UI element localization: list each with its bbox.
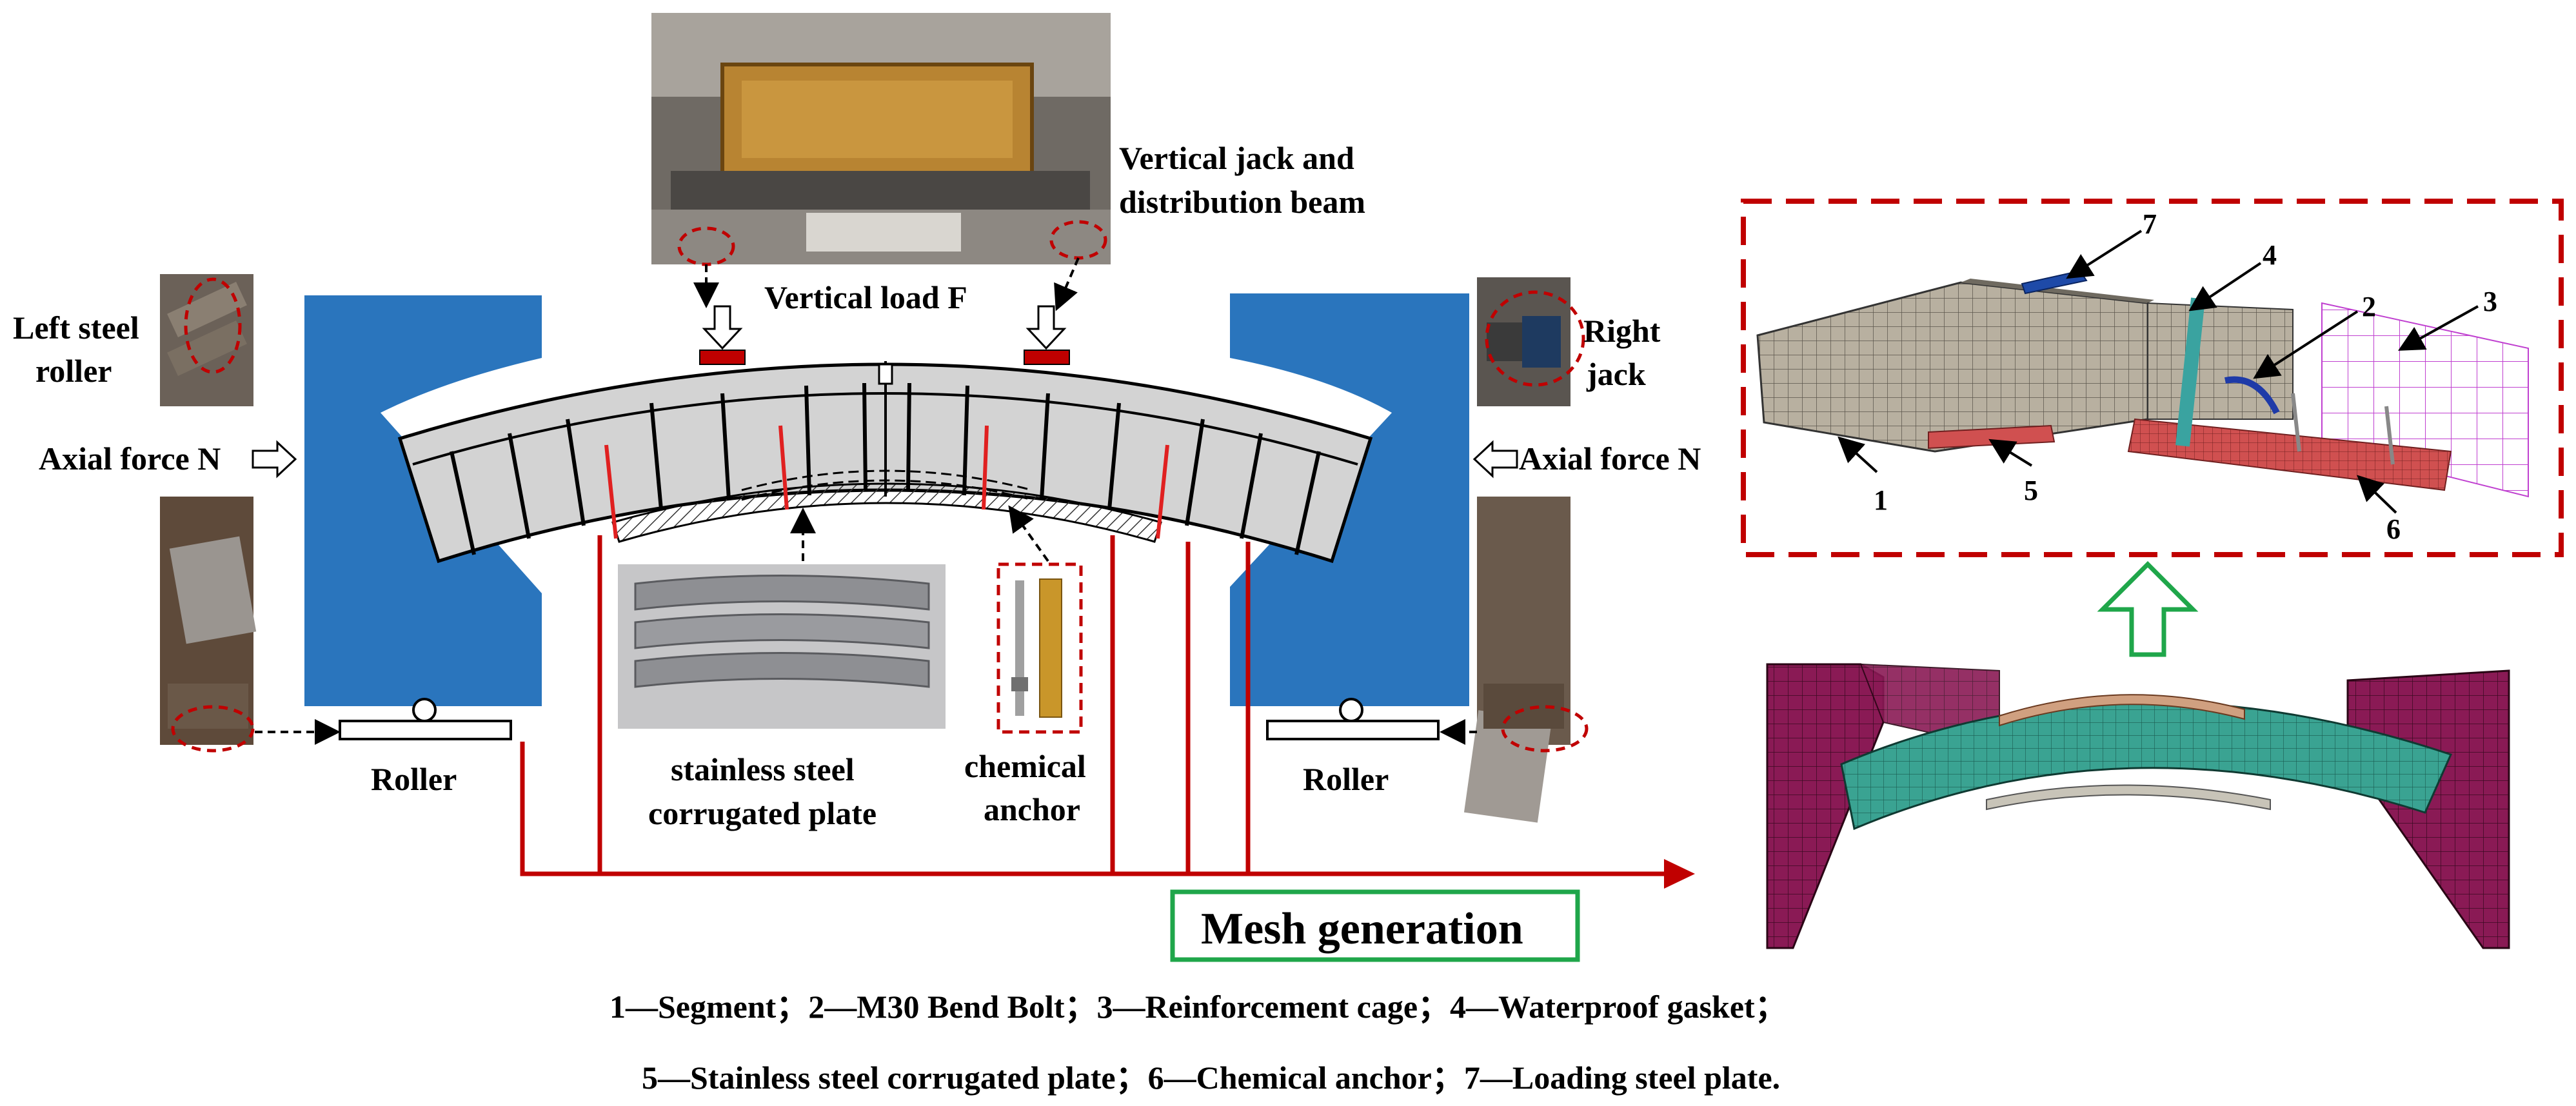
axial-arrow-left (252, 440, 297, 479)
left-roller-photo (160, 274, 253, 406)
tunnel-segment (397, 361, 1373, 564)
loading-plate-right (1024, 350, 1070, 365)
label-roller-left: Roller (371, 761, 457, 797)
fe-number-6: 6 (2386, 513, 2401, 545)
axial-arrow-right (1472, 440, 1518, 479)
fe-number-4: 4 (2263, 239, 2277, 271)
label-anchor-2: anchor (984, 791, 1080, 827)
fe-number-2: 2 (2362, 291, 2376, 322)
corrugated-plate-photo (618, 564, 946, 729)
label-vertical-jack-1: Vertical jack and (1119, 140, 1354, 176)
label-axial-left: Axial force N (39, 440, 221, 477)
load-arrow-left (702, 305, 743, 350)
pointer-anchor (1008, 505, 1049, 562)
label-mesh-generation: Mesh generation (1201, 904, 1523, 954)
label-vertical-jack-2: distribution beam (1119, 184, 1365, 220)
label-left-roller-1: Left steel (13, 310, 139, 346)
fe-number-3: 3 (2483, 286, 2497, 317)
legend-line-1: 1—Segment；2—M30 Bend Bolt；3—Reinforcemen… (609, 989, 1787, 1025)
label-anchor-1: chemical (964, 748, 1086, 784)
loading-plate-left (699, 350, 746, 365)
left-support-photo (160, 497, 257, 753)
left-roller (339, 698, 512, 740)
test-rig-photo (651, 13, 1111, 266)
legend-line-2: 5—Stainless steel corrugated plate；6—Che… (642, 1060, 1780, 1096)
pointer-right-ellipse (1054, 257, 1080, 311)
green-up-arrow (2097, 561, 2199, 657)
label-corrugated-1: stainless steel (671, 751, 855, 787)
label-left-roller-2: roller (35, 353, 112, 389)
fe-number-7: 7 (2143, 208, 2157, 240)
load-arrow-right (1025, 305, 1067, 350)
label-vertical-load: Vertical load F (764, 279, 967, 315)
right-jack-photo (1477, 277, 1585, 406)
mesh-flow-arrowhead (1664, 859, 1695, 889)
mesh-generation-box (1170, 889, 1580, 962)
label-right-jack-2: jack (1586, 356, 1646, 392)
chemical-anchor-photo (996, 562, 1083, 734)
fe-full-model (1766, 663, 2510, 949)
fe-detail-frame (1741, 199, 2564, 557)
label-axial-right: Axial force N (1519, 440, 1701, 477)
label-roller-right: Roller (1303, 761, 1389, 797)
label-corrugated-2: corrugated plate (648, 795, 877, 831)
label-right-jack-1: Right (1583, 313, 1661, 349)
right-support-photo (1463, 497, 1589, 823)
fe-detail-model (1756, 270, 2529, 498)
fe-number-5: 5 (2024, 475, 2038, 506)
right-roller (1266, 698, 1440, 740)
fe-number-1: 1 (1874, 484, 1888, 516)
